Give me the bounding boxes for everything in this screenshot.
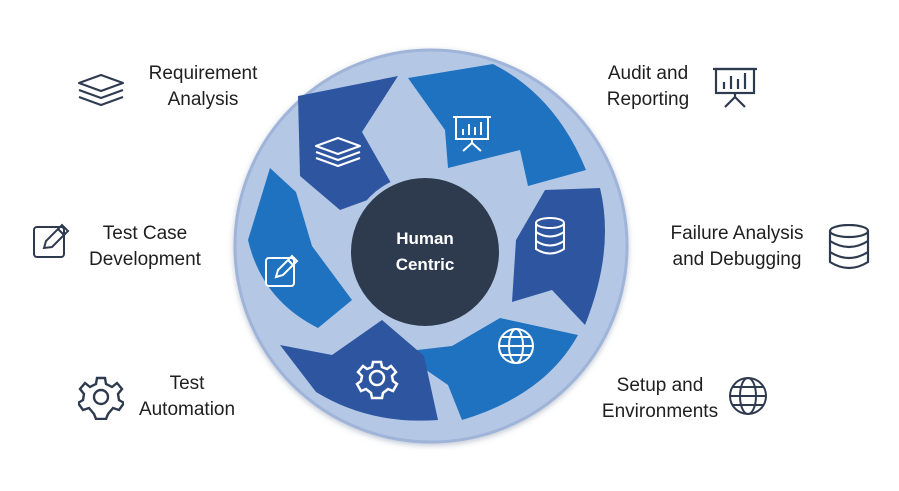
gear-icon: [78, 374, 124, 420]
layers-icon: [78, 74, 124, 108]
database-icon: [535, 217, 565, 255]
presentation-chart-icon: [712, 67, 758, 109]
database-icon: [828, 224, 870, 270]
gear-icon: [355, 360, 399, 400]
segment-test-case-development[interactable]: [248, 168, 352, 328]
hub-label-line1: Human: [396, 229, 454, 248]
hub-circle: [347, 174, 503, 330]
globe-icon: [728, 376, 768, 416]
label-failure-analysis: Failure Analysis and Debugging: [670, 223, 804, 270]
segment-requirement-analysis[interactable]: [298, 76, 398, 210]
edit-icon: [265, 254, 299, 287]
hub-label-line2: Centric: [396, 255, 455, 274]
edit-icon: [32, 223, 72, 259]
segment-audit-reporting[interactable]: [408, 64, 586, 186]
label-requirement-analysis: Requirement Analysis: [148, 63, 258, 110]
label-audit-reporting: Audit and Reporting: [606, 63, 690, 110]
label-setup-environments: Setup and Environments: [601, 375, 719, 422]
label-test-automation: Test Automation: [138, 373, 236, 420]
globe-icon: [498, 328, 534, 364]
presentation-chart-icon: [453, 116, 491, 152]
layers-icon: [315, 137, 361, 167]
label-test-case-development: Test Case Development: [89, 223, 201, 270]
